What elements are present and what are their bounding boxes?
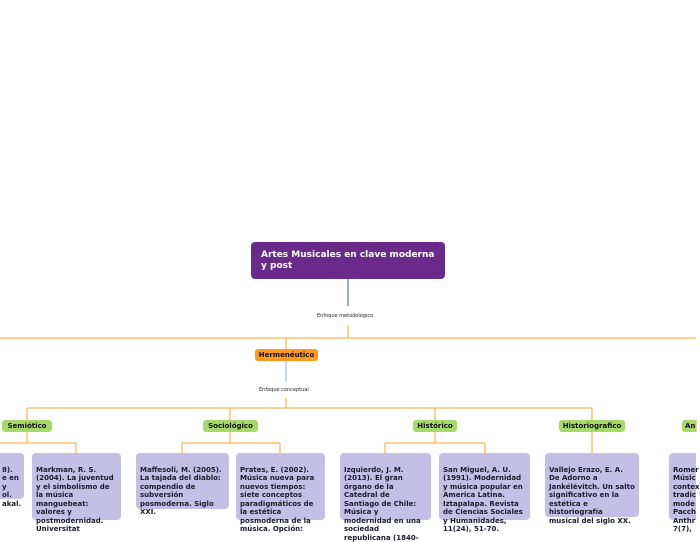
category-partial-right[interactable]: An — [682, 420, 696, 432]
category-sociologico[interactable]: Sociológico — [203, 420, 258, 432]
reference-card[interactable]: Vallejo Erazo, E. A. De Adorno a Jankélé… — [545, 453, 639, 525]
reference-text: Markman, R. S. (2004). La juventud y el … — [36, 465, 114, 534]
category-label: An — [685, 422, 696, 430]
category-label: Semiótico — [7, 422, 47, 430]
hub-topic-label: Hermenéutico — [258, 351, 315, 359]
mind-map-canvas: Artes Musicales en clave moderna y post … — [0, 242, 700, 542]
reference-card[interactable]: Prates, E. (2002). Música nueva para nue… — [236, 453, 325, 533]
reference-card[interactable]: Maffesoli, M. (2005). La tajada del diab… — [136, 453, 229, 516]
category-label: Historiografico — [562, 422, 622, 430]
connector-label-metodologico: Enfoque metodológico — [317, 313, 374, 319]
category-semiotico[interactable]: Semiótico — [2, 420, 52, 432]
connector-label-conceptual: Enfoque conceptual — [259, 387, 309, 393]
category-label: Histórico — [417, 422, 453, 430]
reference-text: Prates, E. (2002). Música nueva para nue… — [240, 465, 315, 534]
hub-topic-hermeneutico[interactable]: Hermenéutico — [255, 349, 318, 361]
reference-card[interactable]: Markman, R. S. (2004). La juventud y el … — [32, 453, 121, 533]
category-label: Sociológico — [208, 422, 253, 430]
reference-text: San Miguel, A. U. (1991). Modernidad y m… — [443, 465, 523, 534]
root-topic[interactable]: Artes Musicales en clave moderna y post — [251, 242, 445, 279]
reference-text: Maffesoli, M. (2005). La tajada del diab… — [140, 465, 222, 517]
reference-text: Romer Músic contex tradic mode Pacch Ant… — [673, 465, 700, 534]
category-historico[interactable]: Histórico — [413, 420, 457, 432]
reference-text: 8). e en y ol. akal. — [2, 465, 22, 508]
reference-card[interactable]: Romer Músic contex tradic mode Pacch Ant… — [669, 453, 700, 533]
reference-card[interactable]: 8). e en y ol. akal. — [0, 453, 24, 508]
reference-text: Izquierdo, J. M. (2013). El gran órgano … — [344, 465, 421, 542]
connector-lines — [0, 279, 697, 453]
reference-card[interactable]: Izquierdo, J. M. (2013). El gran órgano … — [340, 453, 431, 542]
reference-text: Vallejo Erazo, E. A. De Adorno a Jankélé… — [549, 465, 635, 525]
root-topic-title: Artes Musicales en clave moderna y post — [261, 250, 435, 271]
reference-card[interactable]: San Miguel, A. U. (1991). Modernidad y m… — [439, 453, 530, 533]
category-historiografico[interactable]: Historiografico — [559, 420, 625, 432]
